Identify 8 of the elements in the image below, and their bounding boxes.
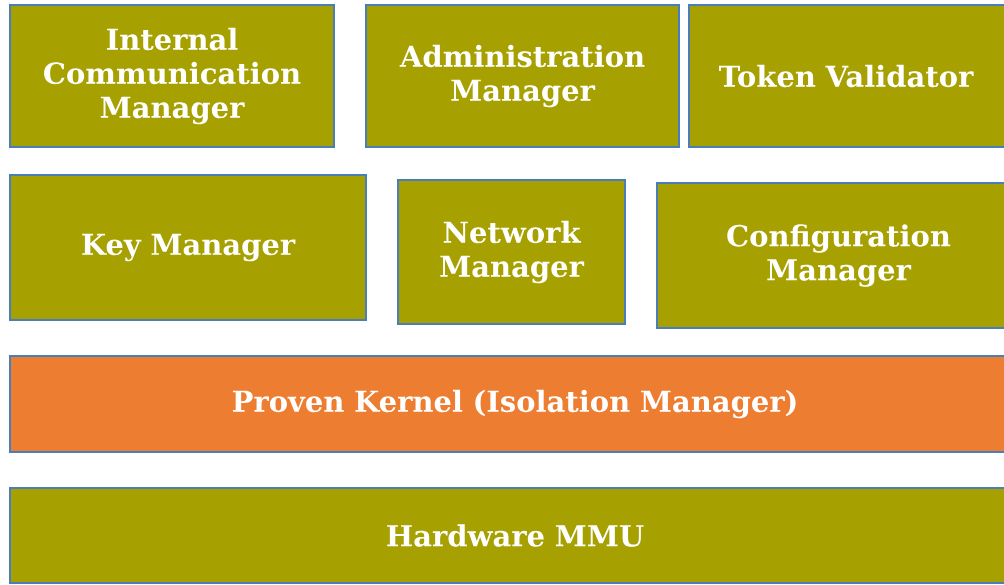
module-box: Configuration Manager [656,182,1004,329]
module-box: Administration Manager [365,4,680,148]
module-box: Token Validator [688,4,1004,148]
module-box: Key Manager [9,174,367,321]
module-box: Internal Communication Manager [9,4,335,148]
layer-bar: Hardware MMU [9,487,1004,584]
layer-bar: Proven Kernel (Isolation Manager) [9,355,1004,453]
module-box: Network Manager [397,179,626,325]
